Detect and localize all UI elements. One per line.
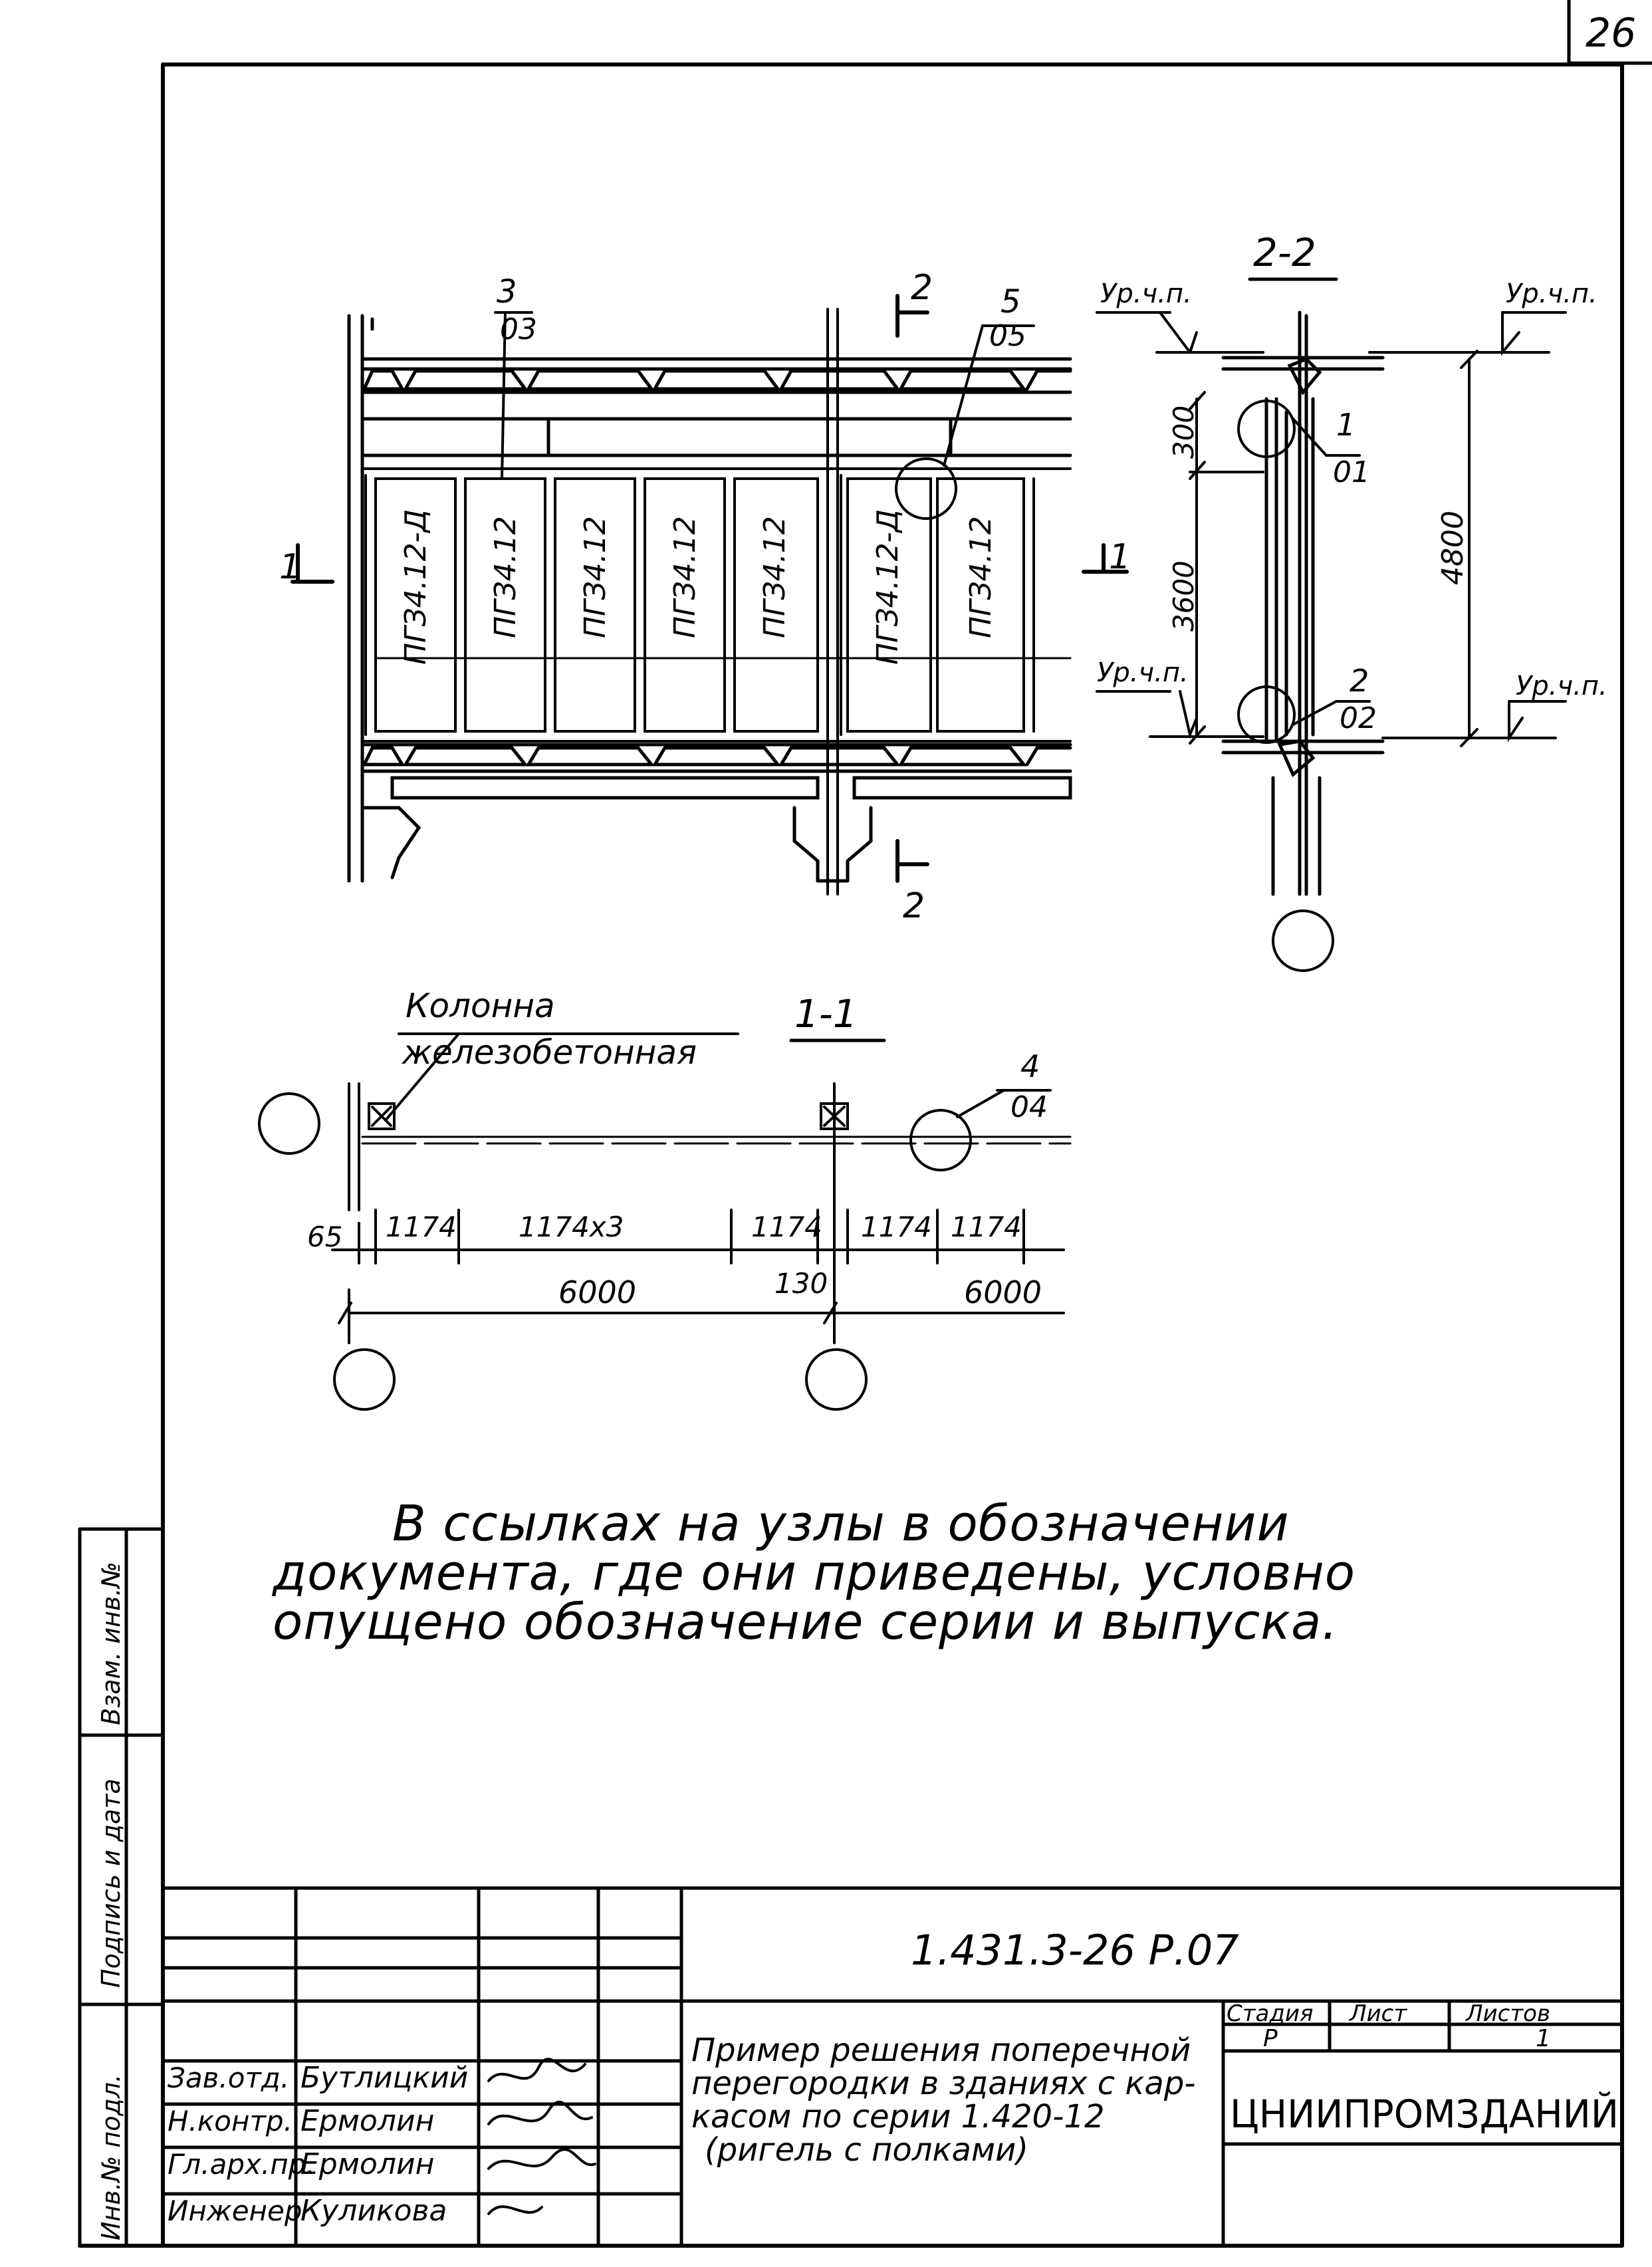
ref-1-number: 1 [1336,407,1356,443]
level-label: Ур.ч.п. [1516,671,1607,701]
ref-2-sheet: 02 [1340,701,1377,735]
side-stamp [78,1527,165,2248]
axis-bubble [1272,909,1334,972]
cut-1-right-label: 1 [1109,537,1131,577]
dimension-lines [1189,350,1478,747]
column-middle [826,308,839,895]
name: Бутлицкий [300,2061,468,2095]
title-block [161,1886,1624,2248]
role: Зав.отд. [168,2062,289,2094]
stage-label: Стадия [1227,2000,1313,2027]
level-label: Ур.ч.п. [1097,657,1189,688]
title-description-line: (ригель с полками) [705,2131,1028,2169]
stamp-inv-podl: Инв.№ подл. [96,2074,126,2240]
title-description-line: Пример решения поперечной [691,2032,1191,2069]
column-label-2: железобетонная [402,1033,697,1072]
ref-3-number: 3 [497,273,517,310]
column-label-1: Колонна [406,987,555,1025]
cut-2-top-label: 2 [911,268,933,308]
organization: ЦНИИПРОМЗДАНИЙ [1230,2091,1619,2137]
panel-mark: ПГЗ4.12 [964,516,998,638]
column-left [347,314,374,883]
dim-6000-right: 6000 [964,1274,1042,1310]
section-1-1-title: 1-1 [794,991,858,1036]
general-note: В ссылках на узлы в обозначении документ… [273,1495,1356,1651]
dim-4800: 4800 [1436,511,1470,585]
sheets-label: Листов [1465,2000,1550,2027]
title-description-line: касом по серии 1.420-12 [691,2098,1105,2135]
dim-1174x3: 1174x3 [519,1211,624,1243]
axis-bubble [805,1348,868,1411]
ref-3-sheet: 03 [500,312,537,346]
axis-bubble [333,1348,396,1411]
sheets-value: 1 [1536,2025,1551,2052]
section-2-2: 2-2 1 01 2 [1096,230,1607,972]
role: Н.контр. [168,2105,293,2137]
dim-6000-left: 6000 [558,1274,636,1310]
cut-1-left [291,543,334,584]
title-description-line: перегородки в зданиях с кар- [691,2065,1196,2102]
dim-65: 65 [307,1221,342,1253]
stamp-vzam-inv: Взам. инв.№ [96,1562,126,1725]
page-number: 26 [1586,10,1636,57]
panel-mark: ПГЗ4.12 [758,516,792,638]
dim-1174: 1174 [861,1211,932,1243]
role: Гл.арх.пр. [168,2148,315,2181]
section-2-2-title: 2-2 [1253,230,1316,275]
level-label: Ур.ч.п. [1506,279,1597,309]
sheet-label: Лист [1348,2000,1407,2027]
stage-value: Р [1263,2025,1278,2052]
dim-1174: 1174 [951,1211,1022,1243]
cut-2-bottom [895,839,929,883]
wall-panels [374,477,1072,733]
ref-5-sheet: 05 [989,319,1026,353]
signatures [487,2058,596,2215]
sheet-frame [78,62,1624,2248]
ref-1-sheet: 01 [1333,455,1370,489]
dim-130: 130 [774,1267,828,1300]
section-1-1: 1-1 Колонна железобетонная 4 04 [258,987,1072,1411]
panel-mark: ПГЗ4.12-Д [399,509,433,665]
name: Ермолин [300,2104,434,2138]
stamp-signature-date: Подпись и дата [96,1778,126,1988]
partition-elevation: 3 03 5 05 2 2 1 1 ПГЗ4.12-Д [279,268,1131,926]
panel-mark: ПГЗ4.12 [668,516,702,638]
page-number-tab: 26 [1567,0,1652,65]
ref-3-leader [494,311,533,480]
document-code: 1.431.3-26 Р.07 [911,1926,1239,1974]
bottom-slab [360,743,1072,883]
name: Куликова [300,2194,447,2228]
cut-2-bottom-label: 2 [903,886,925,926]
dim-300: 300 [1167,406,1200,459]
dim-1174: 1174 [386,1211,457,1243]
axis-bubble [258,1092,320,1155]
cut-1-left-label: 1 [279,547,301,587]
cut-1-right [1082,543,1129,574]
role: Инженер [168,2195,302,2227]
panel-frame [361,467,1072,743]
level-label: Ур.ч.п. [1100,279,1192,309]
top-slab [360,357,1072,457]
dim-1174: 1174 [751,1211,822,1243]
ref-2-number: 2 [1350,663,1369,699]
panel-mark: ПГЗ4.12-Д [871,509,905,665]
panel-mark: ПГЗ4.12 [489,516,523,638]
ref-4-sheet: 04 [1010,1090,1048,1124]
dim-3600: 3600 [1167,560,1200,632]
dimension-chain [331,1209,1065,1344]
cut-2-top [895,294,929,338]
ref-5-leader [895,324,1035,520]
name: Ермолин [300,2147,434,2181]
ref-5-number: 5 [1001,283,1021,320]
ref-4-number: 4 [1020,1048,1040,1084]
panel-mark: ПГЗ4.12 [578,516,612,638]
